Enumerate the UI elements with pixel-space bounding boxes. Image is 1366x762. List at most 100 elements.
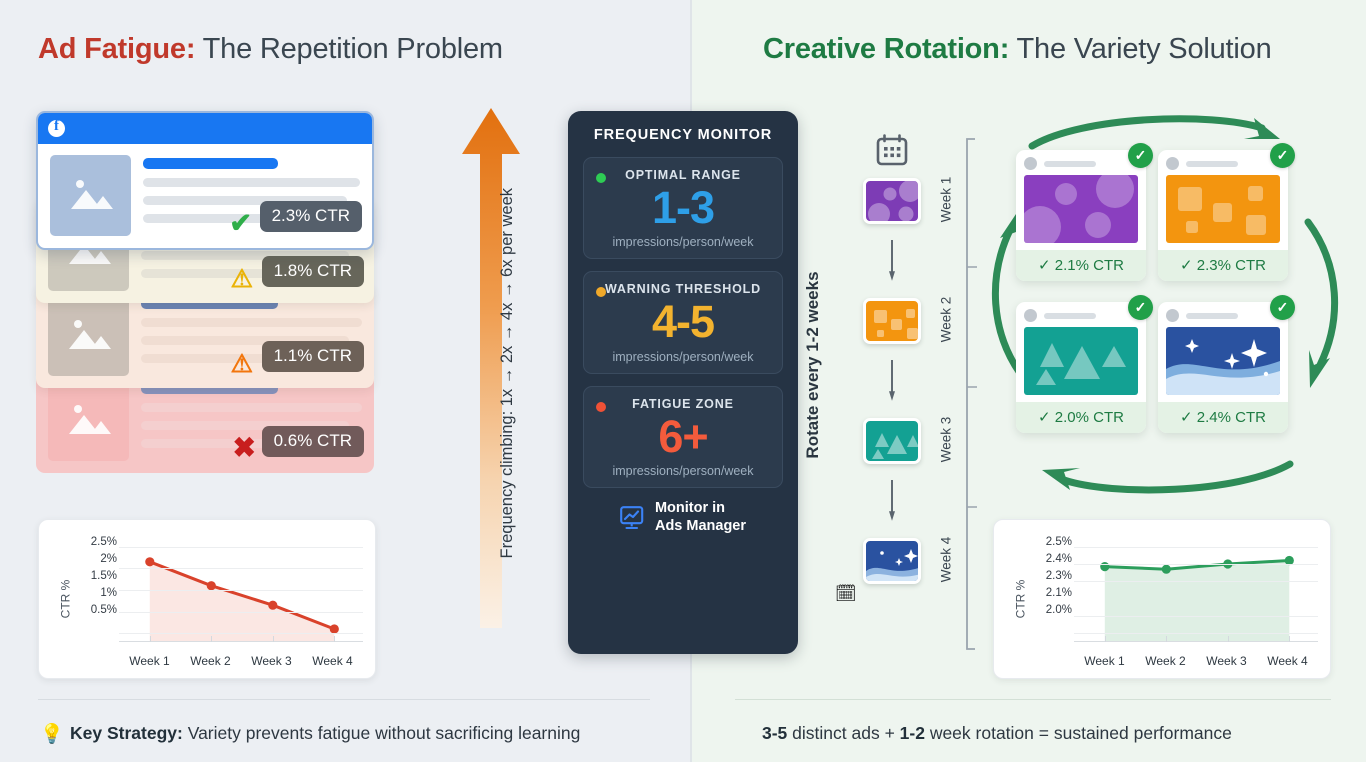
creative-card[interactable]: ✓ 2.1% CTR ✓ [1016,143,1153,281]
monitor-in-ads-manager-link[interactable]: Monitor in Ads Manager [583,500,783,535]
optimal-range-value: 1-3 [651,182,715,233]
down-arrow-icon [889,360,895,401]
creative-card-header [1158,302,1288,327]
week-label: Week 2 [938,296,954,343]
warning-threshold-unit: impressions/person/week [612,349,754,364]
squares-motif [874,309,918,339]
check-icon: ✓ [1038,257,1051,274]
ad-body-line [141,269,301,278]
chart-y-tick: 2.0% [1045,604,1072,616]
ad-image-placeholder [50,155,131,236]
right-page-title: Creative Rotation: The Variety Solution [763,33,1272,66]
circles-motif [868,181,918,221]
right-footer-text: 3-5 distinct ads + 1-2 week rotation = s… [762,723,1232,744]
left-title-accent: Ad Fatigue: [38,33,196,65]
week-label: Week 4 [938,536,954,583]
chart-y-tick: 0.5% [90,604,117,616]
check-icon: ✓ [1038,409,1051,426]
chart-axis-tickmark [1289,636,1291,642]
fatigue-zone-label: FATIGUE ZONE [632,396,734,411]
chart-axis-tickmark [1104,636,1106,642]
status-dot-icon [596,287,606,298]
week-label: Week 3 [938,416,954,463]
ad-text-lines [141,295,362,376]
ad-body-line [141,251,349,260]
ad-image-placeholder [48,380,129,461]
circles-motif [1024,175,1134,243]
check-badge-icon: ✓ [1128,143,1153,168]
creative-card-header [1016,302,1146,327]
monitor-cta-line1: Monitor in [654,500,726,517]
check-icon: ✓ [1180,257,1193,274]
creative-card[interactable]: ✓ 2.4% CTR ✓ [1158,295,1295,433]
left-footer-bold: Key Strategy: [70,723,183,743]
creative-ctr-label: ✓ 2.1% CTR [1016,250,1146,281]
ad-body-line [141,318,362,327]
timeline-creative-thumb[interactable] [863,538,921,584]
chart-x-tick: Week 3 [251,654,292,668]
chart-y-tick: 2% [100,553,117,565]
chart-x-axis [1074,641,1318,642]
timeline-creative-thumb[interactable] [863,178,921,224]
chart-x-tick: Week 1 [1084,654,1125,668]
chart-plot-area [119,538,363,642]
creative-image [1024,327,1138,395]
optimal-range-box[interactable]: OPTIMAL RANGE 1-3 impressions/person/wee… [583,157,783,260]
chart-y-tick: 1% [100,587,117,599]
frequency-monitor-panel: FREQUENCY MONITOR OPTIMAL RANGE 1-3 impr… [568,111,798,654]
ad-text-lines [141,380,362,461]
left-page-title: Ad Fatigue: The Repetition Problem [38,33,503,66]
image-placeholder-icon [65,401,113,441]
ctr-value: 2.0% CTR [1054,409,1124,426]
ad-body-line [141,354,301,363]
warning-triangle-icon: ⚠ [230,265,253,293]
chart-y-ticks: 2.5%2.4%2.3%2.1%2.0% [1018,534,1072,619]
lightbulb-icon: 💡 [40,724,64,745]
ctr-value: 2.3% CTR [1196,257,1266,274]
creative-card-header [1158,150,1288,175]
down-arrow-icon [889,240,895,281]
timeline-bracket [966,138,977,650]
ad-card[interactable]: ✔ 2.3% CTR [36,111,374,250]
chart-axis-tickmark [211,636,213,642]
ad-body-line [143,178,360,187]
creative-title-bar [1044,312,1096,319]
avatar [1166,157,1179,170]
creative-title-bar [1044,160,1096,167]
optimal-range-label: OPTIMAL RANGE [625,168,741,182]
chart-y-tick: 2.3% [1045,570,1072,582]
left-footer-divider [38,699,650,700]
triangles-motif [1036,343,1126,385]
timeline-creative-thumb[interactable] [863,298,921,344]
warning-threshold-label: WARNING THRESHOLD [604,282,762,297]
right-footer-end: week rotation = sustained performance [924,723,1232,743]
chart-x-tick: Week 4 [1267,654,1308,668]
check-icon: ✔ [229,208,252,238]
creative-card[interactable]: ✓ 2.3% CTR ✓ [1158,143,1295,281]
ad-body-line [141,421,349,430]
timeline-creative-thumb[interactable] [863,418,921,464]
chart-x-tick: Week 2 [1145,654,1186,668]
creative-ctr-label: ✓ 2.0% CTR [1016,402,1146,433]
chart-axis-tickmark [1166,636,1168,642]
chart-y-ticks: 2.5%2%1.5%1%0.5% [63,534,117,619]
avatar [1024,157,1037,170]
creative-ctr-label: ✓ 2.3% CTR [1158,250,1288,281]
chart-y-tick: 1.5% [90,570,117,582]
creative-image [1024,175,1138,243]
facebook-header-bar [38,113,372,144]
ad-body-line [143,214,300,223]
status-dot-icon [596,173,606,183]
ad-body-line [143,196,347,205]
creative-title-bar [1186,160,1238,167]
chart-plot-area [1074,538,1318,642]
fatigue-zone-box[interactable]: FATIGUE ZONE 6+ impressions/person/week [583,385,783,489]
ad-headline-bar [141,383,279,394]
ad-card-body: ⚠ 1.1% CTR [36,284,374,388]
creative-card[interactable]: ✓ 2.0% CTR ✓ [1016,295,1153,433]
warning-triangle-icon: ⚠ [230,350,253,378]
waves-motif [1166,339,1280,395]
week-label: Week 1 [938,176,954,223]
warning-threshold-box[interactable]: WARNING THRESHOLD 4-5 impressions/person… [583,271,783,374]
